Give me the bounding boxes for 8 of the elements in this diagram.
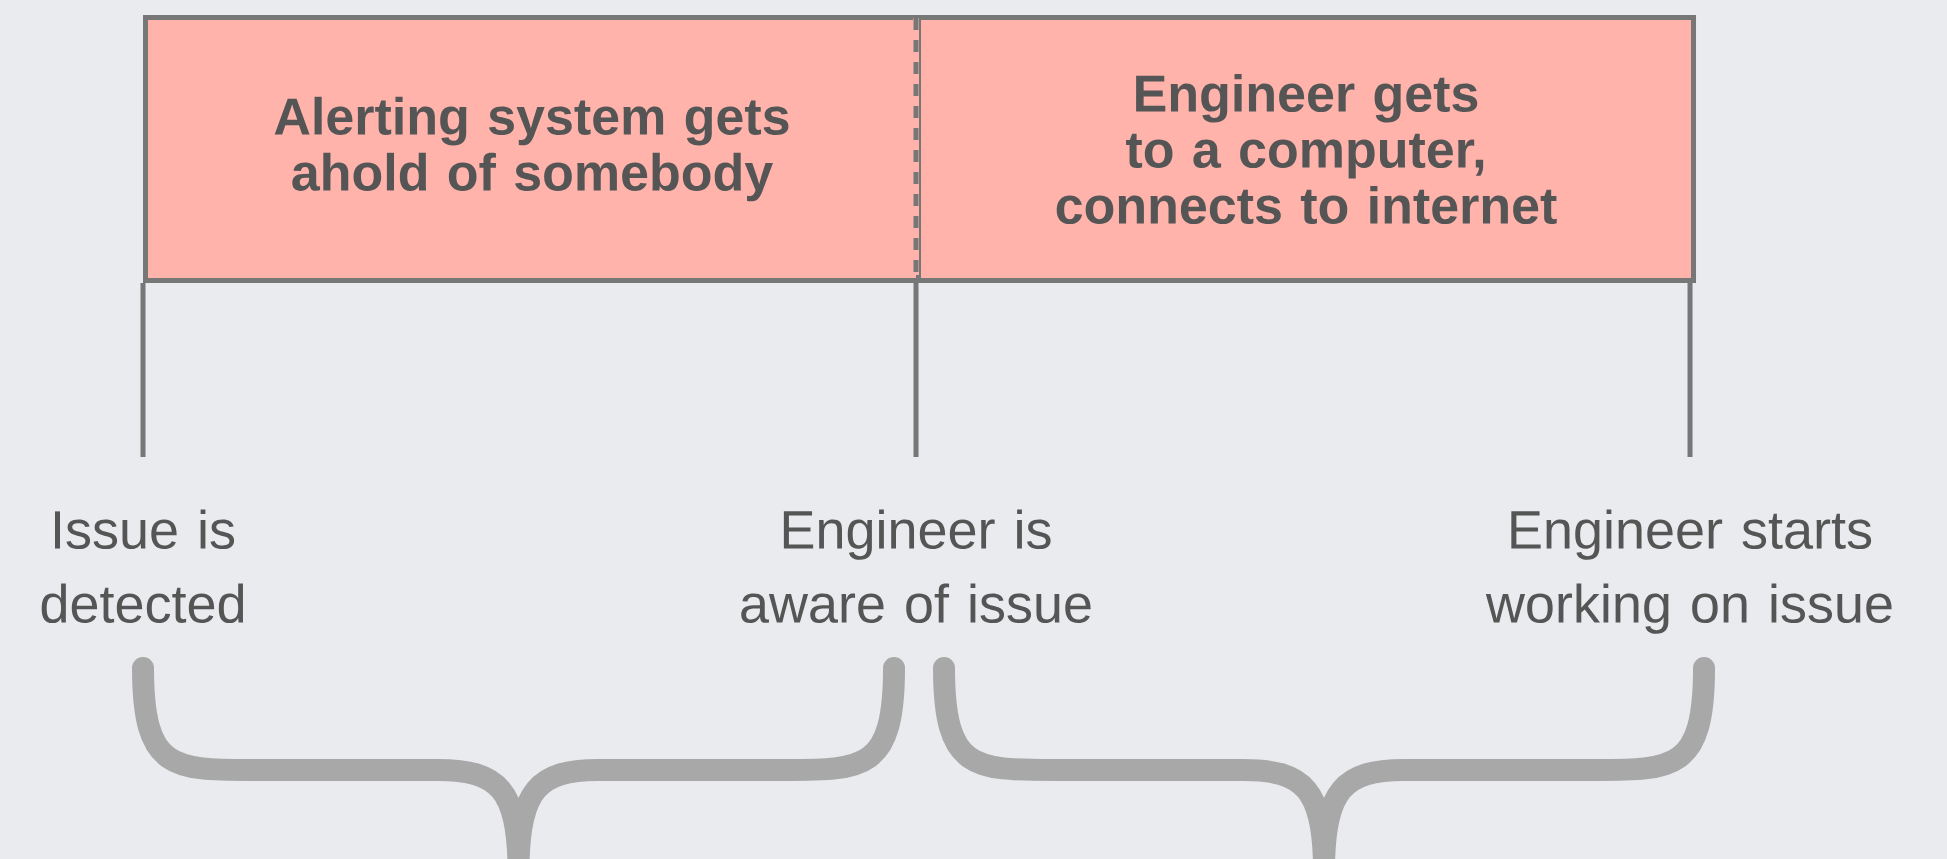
stage-box: Alerting system gets ahold of somebody [143,15,921,283]
timeline-tick [913,283,919,457]
milestone-label: Engineer is aware of issue [741,509,1091,624]
timeline-tick [1687,283,1693,457]
stage-box: Engineer gets to a computer, connects to internet [916,15,1696,283]
milestone-label: Issue is detected [41,509,244,624]
timeline-tick [140,283,146,457]
milestone-label: Engineer starts working on issue [1485,509,1892,634]
